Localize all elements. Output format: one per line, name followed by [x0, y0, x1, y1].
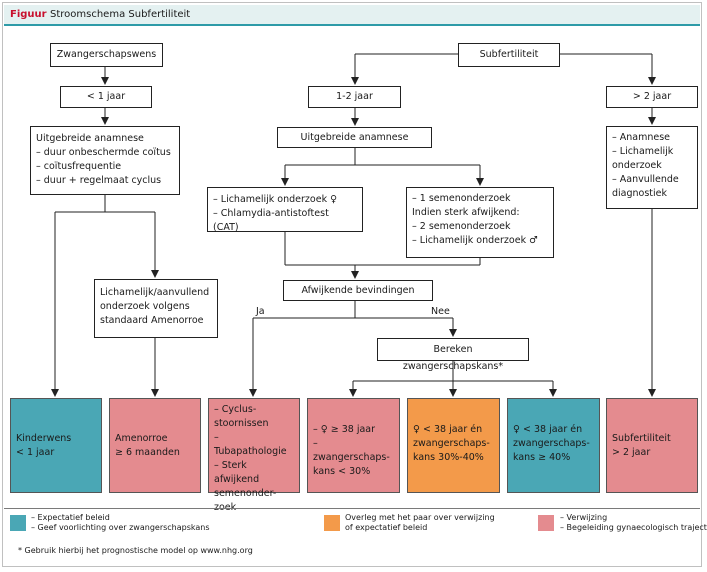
figure-header: Figuur Stroomschema Subfertiliteit — [4, 5, 700, 26]
legend-teal-text: – Expectatief beleid – Geef voorlichting… — [31, 513, 210, 532]
legend-orange-text: Overleg met het paar over verwijzing of … — [345, 513, 495, 532]
figure-title: Stroomschema Subfertiliteit — [50, 9, 191, 20]
subfertiliteit-box: Subfertiliteit — [458, 43, 560, 67]
branch-label-ja: Ja — [256, 306, 265, 317]
onderzoek-vrouw-box: – Lichamelijk onderzoek ♀ – Chlamydia-an… — [207, 187, 363, 233]
branch-label-nee: Nee — [431, 306, 450, 317]
legend-divider — [4, 508, 700, 509]
legend-swatch-teal — [10, 515, 26, 531]
semenonderzoek-box: – 1 semenonderzoek Indien sterk afwijken… — [406, 187, 554, 258]
outcome-cyclusstoornissen: – Cyclus- stoornissen – Tubapathologie –… — [208, 398, 300, 513]
afwijkende-bevindingen-box: Afwijkende bevindingen — [283, 280, 433, 301]
1-2-jaar-box: 1-2 jaar — [308, 86, 401, 108]
anamnese-left-box: Uitgebreide anamnese – duur onbeschermde… — [30, 126, 180, 195]
outcome-ge-38-jaar: – ♀ ≥ 38 jaar – zwangerschaps- kans < 30… — [307, 398, 400, 493]
amenorroe-onderzoek-box: Lichamelijk/aanvullend onderzoek volgens… — [94, 279, 218, 338]
legend-swatch-pink — [538, 515, 554, 531]
outcome-subfertiliteit-gt-2-jaar: Subfertiliteit > 2 jaar — [606, 398, 698, 493]
anamnese-right-box: – Anamnese – Lichamelijk onderzoek – Aan… — [606, 126, 698, 209]
bereken-zwangerschapskans-box: Bereken zwangerschapskans* — [377, 338, 529, 372]
lt-1-jaar-box: < 1 jaar — [60, 86, 152, 108]
figure-frame — [2, 2, 702, 567]
figure-label: Figuur — [10, 9, 47, 20]
legend-pink-text: – Verwijzing – Begeleiding gynaecologisc… — [560, 513, 707, 532]
outcome-lt-38-ge-40: ♀ < 38 jaar én zwangerschaps- kans ≥ 40% — [507, 398, 600, 493]
anamnese-mid-box: Uitgebreide anamnese — [277, 127, 432, 148]
outcome-kinderwens: Kinderwens < 1 jaar — [10, 398, 102, 493]
gt-2-jaar-box: > 2 jaar — [606, 86, 698, 108]
outcome-amenorroe: Amenorroe ≥ 6 maanden — [109, 398, 201, 493]
zwangerschapswens-box: Zwangerschapswens — [50, 43, 163, 67]
legend-swatch-orange — [324, 515, 340, 531]
outcome-lt-38-30-40: ♀ < 38 jaar én zwangerschaps- kans 30%-4… — [407, 398, 500, 493]
footnote: * Gebruik hierbij het prognostische mode… — [18, 546, 253, 555]
